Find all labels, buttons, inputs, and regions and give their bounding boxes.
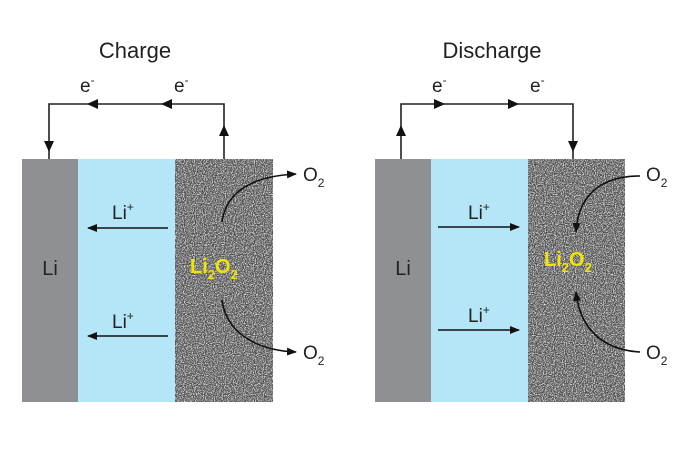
ion-label: Li+ [112, 200, 134, 224]
lithium-anode [22, 159, 78, 402]
porous-cathode [528, 159, 625, 402]
electron-flow-arrow [161, 99, 172, 109]
ion-label: Li+ [468, 303, 490, 327]
anode-label: Li [42, 258, 58, 280]
oxygen-release-arrow [221, 170, 297, 223]
ion-label: Li+ [468, 200, 490, 224]
electron-label: e- [432, 73, 447, 97]
discharge-panel: Discharge e- e- Li Li+ Li+ Li2O2 O2 O2 [375, 38, 668, 402]
electron-label: e- [174, 73, 189, 97]
external-circuit-wire [48, 103, 225, 160]
electrolyte [431, 159, 528, 402]
oxygen-label: O2 [646, 165, 668, 190]
charge-panel: Charge e- e- Li Li+ Li+ Li2O2 O2 O2 [22, 38, 325, 402]
electrolyte [78, 159, 175, 402]
wire-arrow-down [44, 141, 54, 152]
lithium-anode [375, 159, 431, 402]
porous-cathode [175, 159, 273, 402]
oxygen-label: O2 [303, 165, 325, 190]
electron-flow-arrow [508, 99, 519, 109]
electron-flow-arrow [87, 99, 98, 109]
electron-label: e- [530, 73, 545, 97]
wire-arrow-up [219, 125, 229, 136]
wire-arrow-down [568, 141, 578, 152]
oxygen-intake-arrow [572, 291, 641, 353]
product-label: Li2O2 [190, 256, 238, 282]
anode-label: Li [395, 258, 411, 280]
panel-title: Charge [99, 38, 171, 63]
panel-title: Discharge [442, 38, 541, 63]
product-label: Li2O2 [544, 249, 592, 275]
electron-flow-arrow [434, 99, 445, 109]
oxygen-label: O2 [303, 343, 325, 368]
oxygen-intake-arrow [572, 175, 641, 233]
external-circuit-wire [400, 103, 574, 160]
oxygen-release-arrow [221, 299, 297, 356]
oxygen-label: O2 [646, 343, 668, 368]
electron-label: e- [80, 73, 95, 97]
wire-arrow-up [396, 125, 406, 136]
ion-label: Li+ [112, 309, 134, 333]
